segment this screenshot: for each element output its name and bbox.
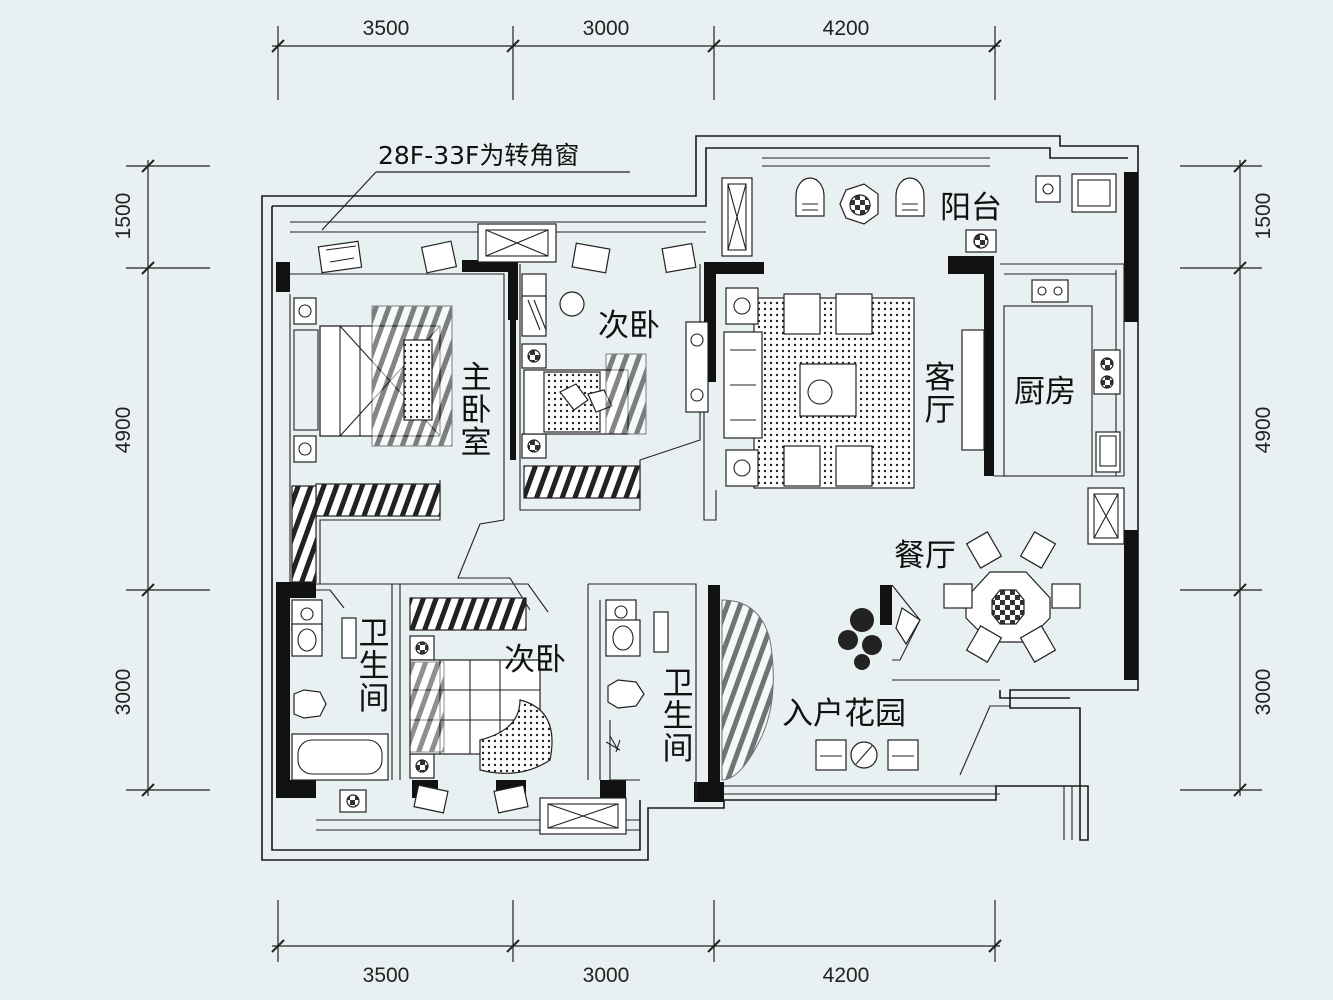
room-label-master-bedroom: 主卧室 bbox=[461, 360, 492, 461]
outer-walls bbox=[261, 135, 1139, 861]
corner-window-note: 28F-33F为转角窗 bbox=[378, 141, 579, 170]
bathroom-right-fixtures bbox=[605, 599, 669, 753]
dim-bottom-3: 4200 bbox=[823, 964, 870, 987]
living-room-furniture bbox=[685, 287, 985, 489]
second-bedroom-bottom-furniture bbox=[409, 635, 553, 814]
dim-right-1: 1500 bbox=[1252, 193, 1275, 240]
room-label-bathroom-right: 卫生间 bbox=[663, 666, 694, 767]
master-bedroom-furniture bbox=[293, 240, 458, 463]
dim-right-2: 4900 bbox=[1252, 407, 1275, 454]
dim-right-3: 3000 bbox=[1252, 669, 1275, 716]
dimension-bottom bbox=[271, 900, 1002, 962]
dim-bottom-1: 3500 bbox=[363, 964, 410, 987]
dim-top-2: 3000 bbox=[583, 17, 630, 40]
balcony-furniture bbox=[795, 173, 1117, 253]
kitchen-furniture bbox=[1003, 279, 1121, 477]
room-label-entry-garden: 入户花园 bbox=[782, 696, 906, 732]
room-label-dining: 餐厅 bbox=[894, 538, 956, 574]
dim-left-1: 1500 bbox=[112, 193, 135, 240]
room-label-balcony: 阳台 bbox=[940, 190, 1002, 226]
dim-top-1: 3500 bbox=[363, 17, 410, 40]
wardrobes bbox=[291, 465, 641, 631]
room-label-bathroom-left: 卫生间 bbox=[359, 616, 390, 717]
dimension-right bbox=[1180, 159, 1262, 797]
room-label-second-bedroom-bottom: 次卧 bbox=[504, 642, 566, 678]
dimension-top bbox=[271, 26, 1002, 100]
second-bedroom-top-furniture bbox=[521, 242, 697, 459]
corner-window-leader bbox=[321, 171, 630, 231]
dim-left-3: 3000 bbox=[112, 669, 135, 716]
room-label-kitchen: 厨房 bbox=[1014, 374, 1076, 410]
bathroom-left-fixtures bbox=[291, 599, 389, 813]
dimension-left bbox=[126, 159, 210, 797]
dim-bottom-2: 3000 bbox=[583, 964, 630, 987]
dim-top-3: 4200 bbox=[823, 17, 870, 40]
ac-units bbox=[477, 177, 1125, 835]
dining-furniture bbox=[943, 531, 1081, 663]
room-label-second-bedroom-top: 次卧 bbox=[598, 308, 660, 344]
dim-left-2: 4900 bbox=[112, 407, 135, 454]
entry-garden-furniture bbox=[721, 599, 921, 781]
room-label-living-room: 客厅 bbox=[925, 360, 956, 429]
